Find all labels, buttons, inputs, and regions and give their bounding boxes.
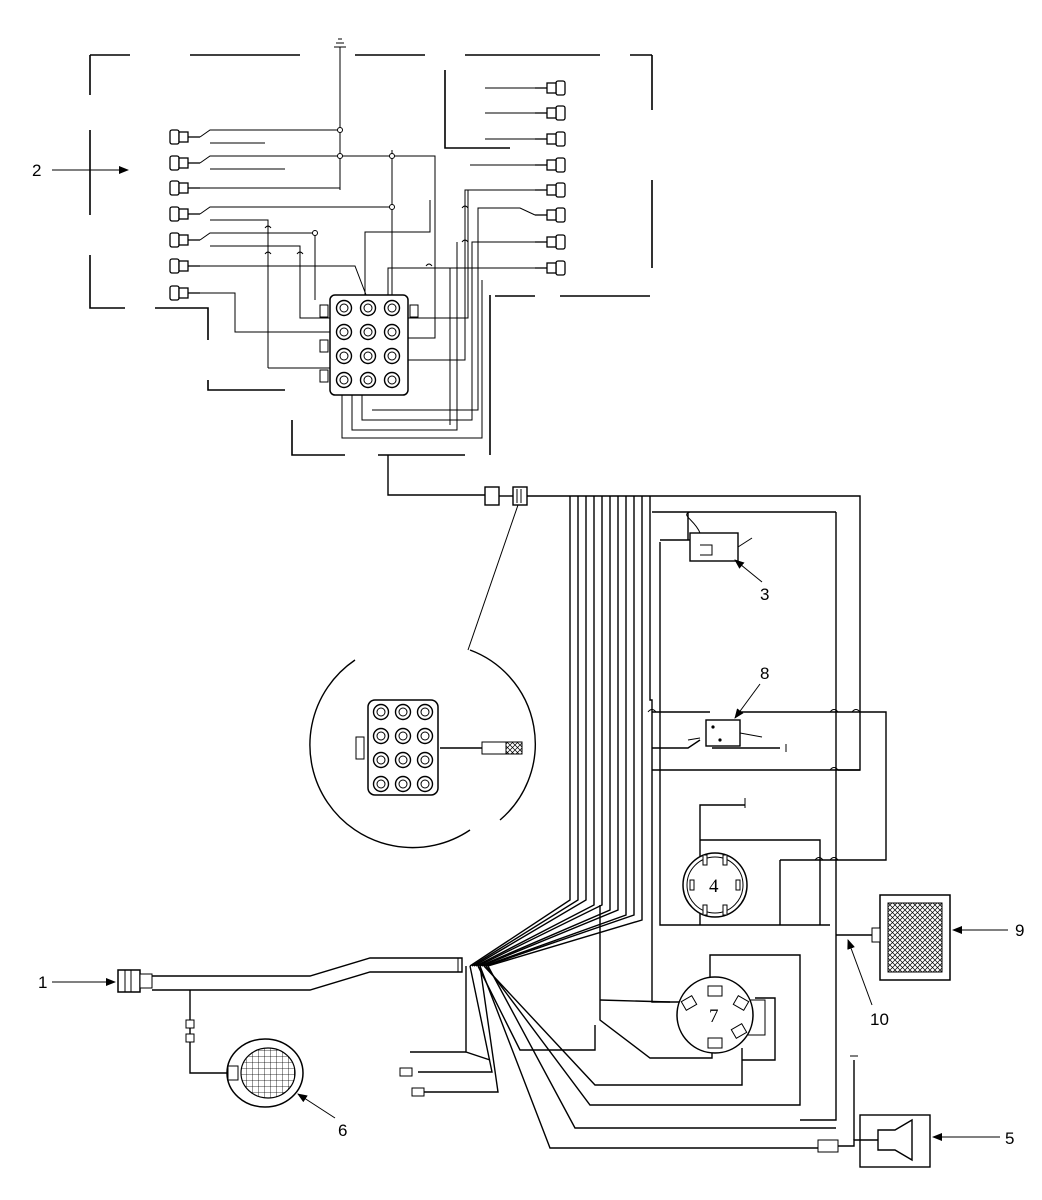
callout-10: 10 — [870, 1010, 889, 1029]
left-lamp-sockets — [169, 129, 201, 301]
connector-detail-view — [309, 649, 536, 849]
right-lamp-sockets — [534, 80, 566, 276]
socket-item-7 — [676, 976, 766, 1054]
loose-terminals — [399, 965, 499, 1097]
callout-labels: 1 2 3 4 5 6 7 8 9 10 — [32, 161, 1024, 1148]
connector-block-12pin — [319, 294, 419, 396]
callout-8: 8 — [760, 664, 769, 683]
enclosure-wiring — [199, 87, 536, 439]
socket-item-4 — [682, 798, 748, 925]
callout-1: 1 — [38, 973, 47, 992]
callout-arrows — [52, 166, 1008, 1141]
plug-item-1 — [117, 957, 463, 993]
switch-item-8 — [687, 719, 763, 747]
trailer-harness-enclosure — [89, 54, 653, 456]
lamp-item-6 — [185, 990, 304, 1108]
lamp-item-9 — [836, 894, 951, 981]
callout-3: 3 — [760, 585, 769, 604]
main-wire-bundle — [410, 495, 887, 1149]
switch-item-3 — [686, 511, 753, 562]
inline-connector — [387, 455, 528, 651]
callout-5: 5 — [1005, 1129, 1014, 1148]
wire-crossovers — [264, 205, 861, 861]
horn-item-5 — [817, 1055, 931, 1168]
callout-9: 9 — [1015, 921, 1024, 940]
callout-6: 6 — [338, 1121, 347, 1140]
ground-symbol-top — [334, 38, 346, 190]
callout-7: 7 — [709, 1006, 719, 1027]
callout-4: 4 — [709, 876, 719, 897]
callout-2: 2 — [32, 161, 41, 180]
